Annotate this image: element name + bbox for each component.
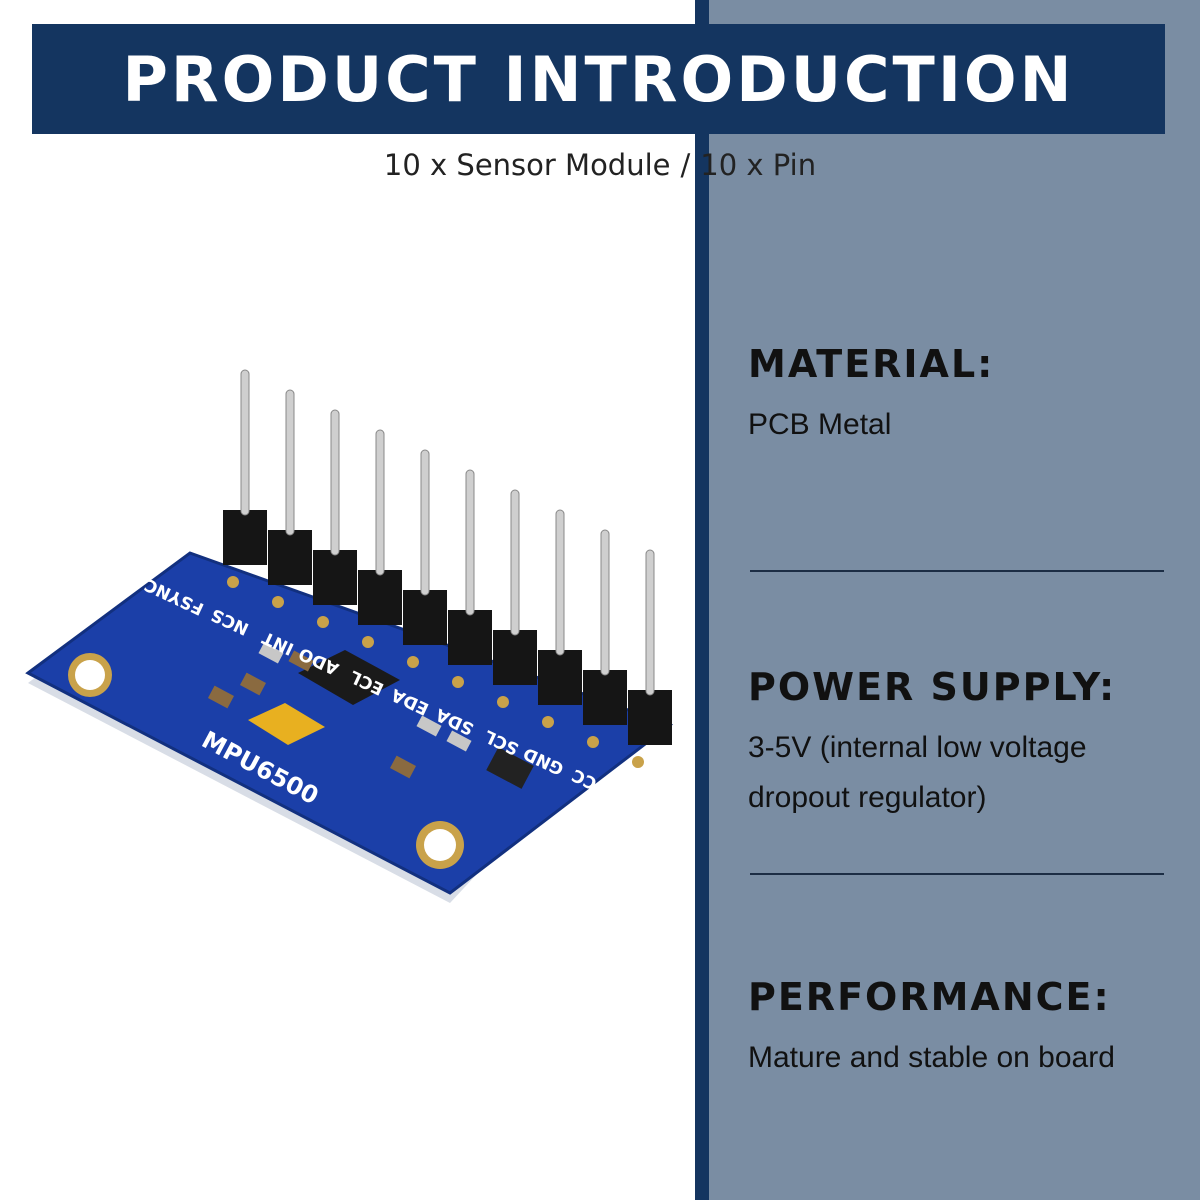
pin-housing bbox=[403, 590, 447, 645]
spec-performance: PERFORMANCE: Mature and stable on board bbox=[748, 975, 1188, 1083]
pin-housing bbox=[313, 550, 357, 605]
smd-component bbox=[258, 642, 284, 664]
header-pin bbox=[420, 449, 430, 596]
panel-accent-stripe bbox=[695, 0, 709, 1200]
title-banner: PRODUCT INTRODUCTION bbox=[32, 24, 1165, 134]
solder-pad bbox=[542, 716, 554, 728]
header-pin bbox=[555, 509, 565, 656]
spec-value: PCB Metal bbox=[748, 408, 892, 441]
solder-pad bbox=[632, 756, 644, 768]
solder-pad bbox=[317, 616, 329, 628]
right-panel bbox=[695, 0, 1200, 1200]
pin-housing bbox=[448, 610, 492, 665]
solder-pad bbox=[452, 676, 464, 688]
mounting-hole bbox=[75, 660, 105, 690]
solder-pad bbox=[362, 636, 374, 648]
smd-component bbox=[390, 755, 416, 779]
pin-housing bbox=[493, 630, 537, 685]
spec-power-supply: POWER SUPPLY: 3-5V (internal low voltage… bbox=[748, 665, 1188, 822]
smd-component bbox=[208, 685, 234, 709]
smd-component bbox=[240, 672, 266, 696]
spec-material: MATERIAL: PCB Metal bbox=[748, 342, 1188, 450]
header-pin bbox=[465, 469, 475, 616]
smd-component bbox=[288, 650, 314, 672]
contents-separator: / bbox=[680, 148, 691, 182]
spec-heading: PERFORMANCE: bbox=[748, 975, 1111, 1019]
page-title: PRODUCT INTRODUCTION bbox=[122, 42, 1075, 116]
header-pin bbox=[510, 489, 520, 636]
divider bbox=[750, 570, 1164, 572]
smd-component bbox=[416, 715, 442, 737]
contents-pin: 10 x Pin bbox=[700, 148, 817, 182]
spec-value: 3-5V (internal low voltage dropout regul… bbox=[748, 731, 1087, 814]
pin-header bbox=[223, 369, 672, 768]
smd-component bbox=[446, 730, 472, 752]
pin-housing bbox=[268, 530, 312, 585]
solder-pad bbox=[407, 656, 419, 668]
header-pin bbox=[285, 389, 295, 536]
solder-pad bbox=[497, 696, 509, 708]
spec-heading: POWER SUPPLY: bbox=[748, 665, 1117, 709]
header-pin bbox=[240, 369, 250, 516]
solder-pad bbox=[587, 736, 599, 748]
pin-housing bbox=[358, 570, 402, 625]
voltage-regulator bbox=[486, 747, 534, 789]
header-pin bbox=[600, 529, 610, 676]
solder-pad bbox=[272, 596, 284, 608]
header-pin bbox=[375, 429, 385, 576]
tantalum-capacitor bbox=[248, 703, 325, 745]
package-contents: 10 x Sensor Module / 10 x Pin bbox=[0, 148, 1200, 182]
contents-module: 10 x Sensor Module bbox=[383, 148, 671, 182]
spec-value: Mature and stable on board bbox=[748, 1041, 1115, 1074]
spec-heading: MATERIAL: bbox=[748, 342, 995, 386]
pin-housing bbox=[628, 690, 672, 745]
divider bbox=[750, 873, 1164, 875]
header-pin bbox=[330, 409, 340, 556]
header-pin bbox=[645, 549, 655, 696]
pin-housing bbox=[223, 510, 267, 565]
mounting-hole bbox=[424, 829, 456, 861]
solder-pad bbox=[227, 576, 239, 588]
imu-chip bbox=[298, 650, 400, 705]
pin-housing bbox=[538, 650, 582, 705]
pin-housing bbox=[583, 670, 627, 725]
